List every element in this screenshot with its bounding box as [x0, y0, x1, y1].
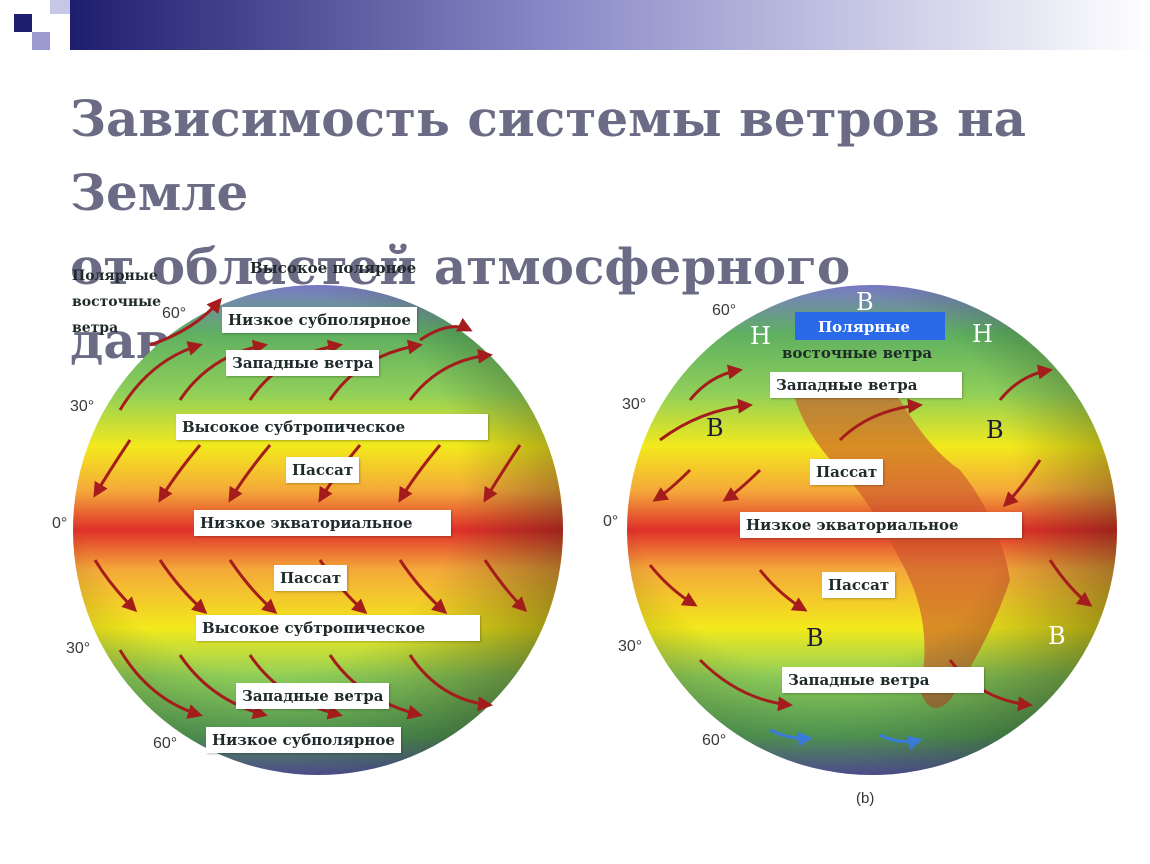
band-label-high-subtropic-north: Высокое субтропическое: [176, 414, 488, 440]
globe-b-lat-60n: 60°: [712, 302, 737, 319]
globe-b-polar-label-1: Полярные: [818, 318, 910, 336]
globe-b-high-subtropic-right-letter: В: [986, 416, 1004, 444]
title-line-1: Зависимость системы ветров на Земле: [70, 89, 1027, 222]
globe-b-high-polar-letter: В: [856, 288, 874, 316]
globe-a-lat-60n: 60°: [162, 305, 187, 322]
globe-b-low-right-letter: Н: [972, 320, 993, 348]
band-label-low-subpolar-north: Низкое субполярное: [222, 307, 417, 333]
globe-b-polar-arrows: [769, 728, 923, 751]
globe-a-lat-60s: 60°: [153, 735, 178, 752]
polar-label-line-3: ветра: [72, 320, 119, 336]
polar-easterlies-label: Полярные восточные ветра: [72, 263, 161, 341]
globe-b-westerlies-south: Западные ветра: [782, 667, 984, 693]
globe-a-lat-0: 0°: [52, 515, 68, 532]
band-label-trade-south: Пассат: [274, 565, 348, 591]
band-label-low-subpolar-south: Низкое субполярное: [206, 727, 401, 753]
globe-b-high-south-right-letter: В: [1048, 622, 1066, 650]
band-label-high-subtropic-south: Высокое субтропическое: [196, 615, 480, 641]
globe-b-high-south-left-letter: В: [806, 624, 824, 652]
globe-b-wind-arrows: [648, 364, 1093, 712]
band-label-high-polar: Высокое полярное: [250, 259, 417, 277]
globe-b-high-subtropic-left-letter: В: [706, 414, 724, 442]
globe-b-polar-label-2: восточные ветра: [782, 344, 933, 362]
polar-label-line-2: восточные: [72, 294, 162, 310]
globe-b-low-left-letter: Н: [750, 322, 771, 350]
globe-b-caption: (b): [856, 790, 875, 807]
polar-high-region: [795, 312, 945, 340]
band-label-low-equatorial: Низкое экваториальное: [194, 510, 451, 536]
globe-b-westerlies-north: Западные ветра: [770, 372, 962, 398]
page-title: Зависимость системы ветров на Земле от о…: [70, 82, 1130, 378]
globe-a-lat-30s: 30°: [66, 640, 91, 657]
globe-b-low-equatorial: Низкое экваториальное: [740, 512, 1022, 538]
header-decoration: [0, 0, 1150, 50]
globe-b-trade-north: Пассат: [810, 459, 884, 485]
band-label-trade-north: Пассат: [286, 457, 360, 483]
globe-b-lat-30s: 30°: [618, 638, 643, 655]
globe-b-lat-30n: 30°: [622, 396, 647, 413]
globe-b-lat-60s: 60°: [702, 732, 727, 749]
globe-b-trade-south: Пассат: [822, 572, 896, 598]
polar-label-line-1: Полярные: [72, 268, 158, 284]
globe-b-lat-0: 0°: [603, 513, 619, 530]
band-label-westerlies-south: Западные ветра: [236, 683, 390, 709]
globe-a-lat-30n: 30°: [70, 398, 95, 415]
band-label-westerlies-north: Западные ветра: [226, 350, 380, 376]
